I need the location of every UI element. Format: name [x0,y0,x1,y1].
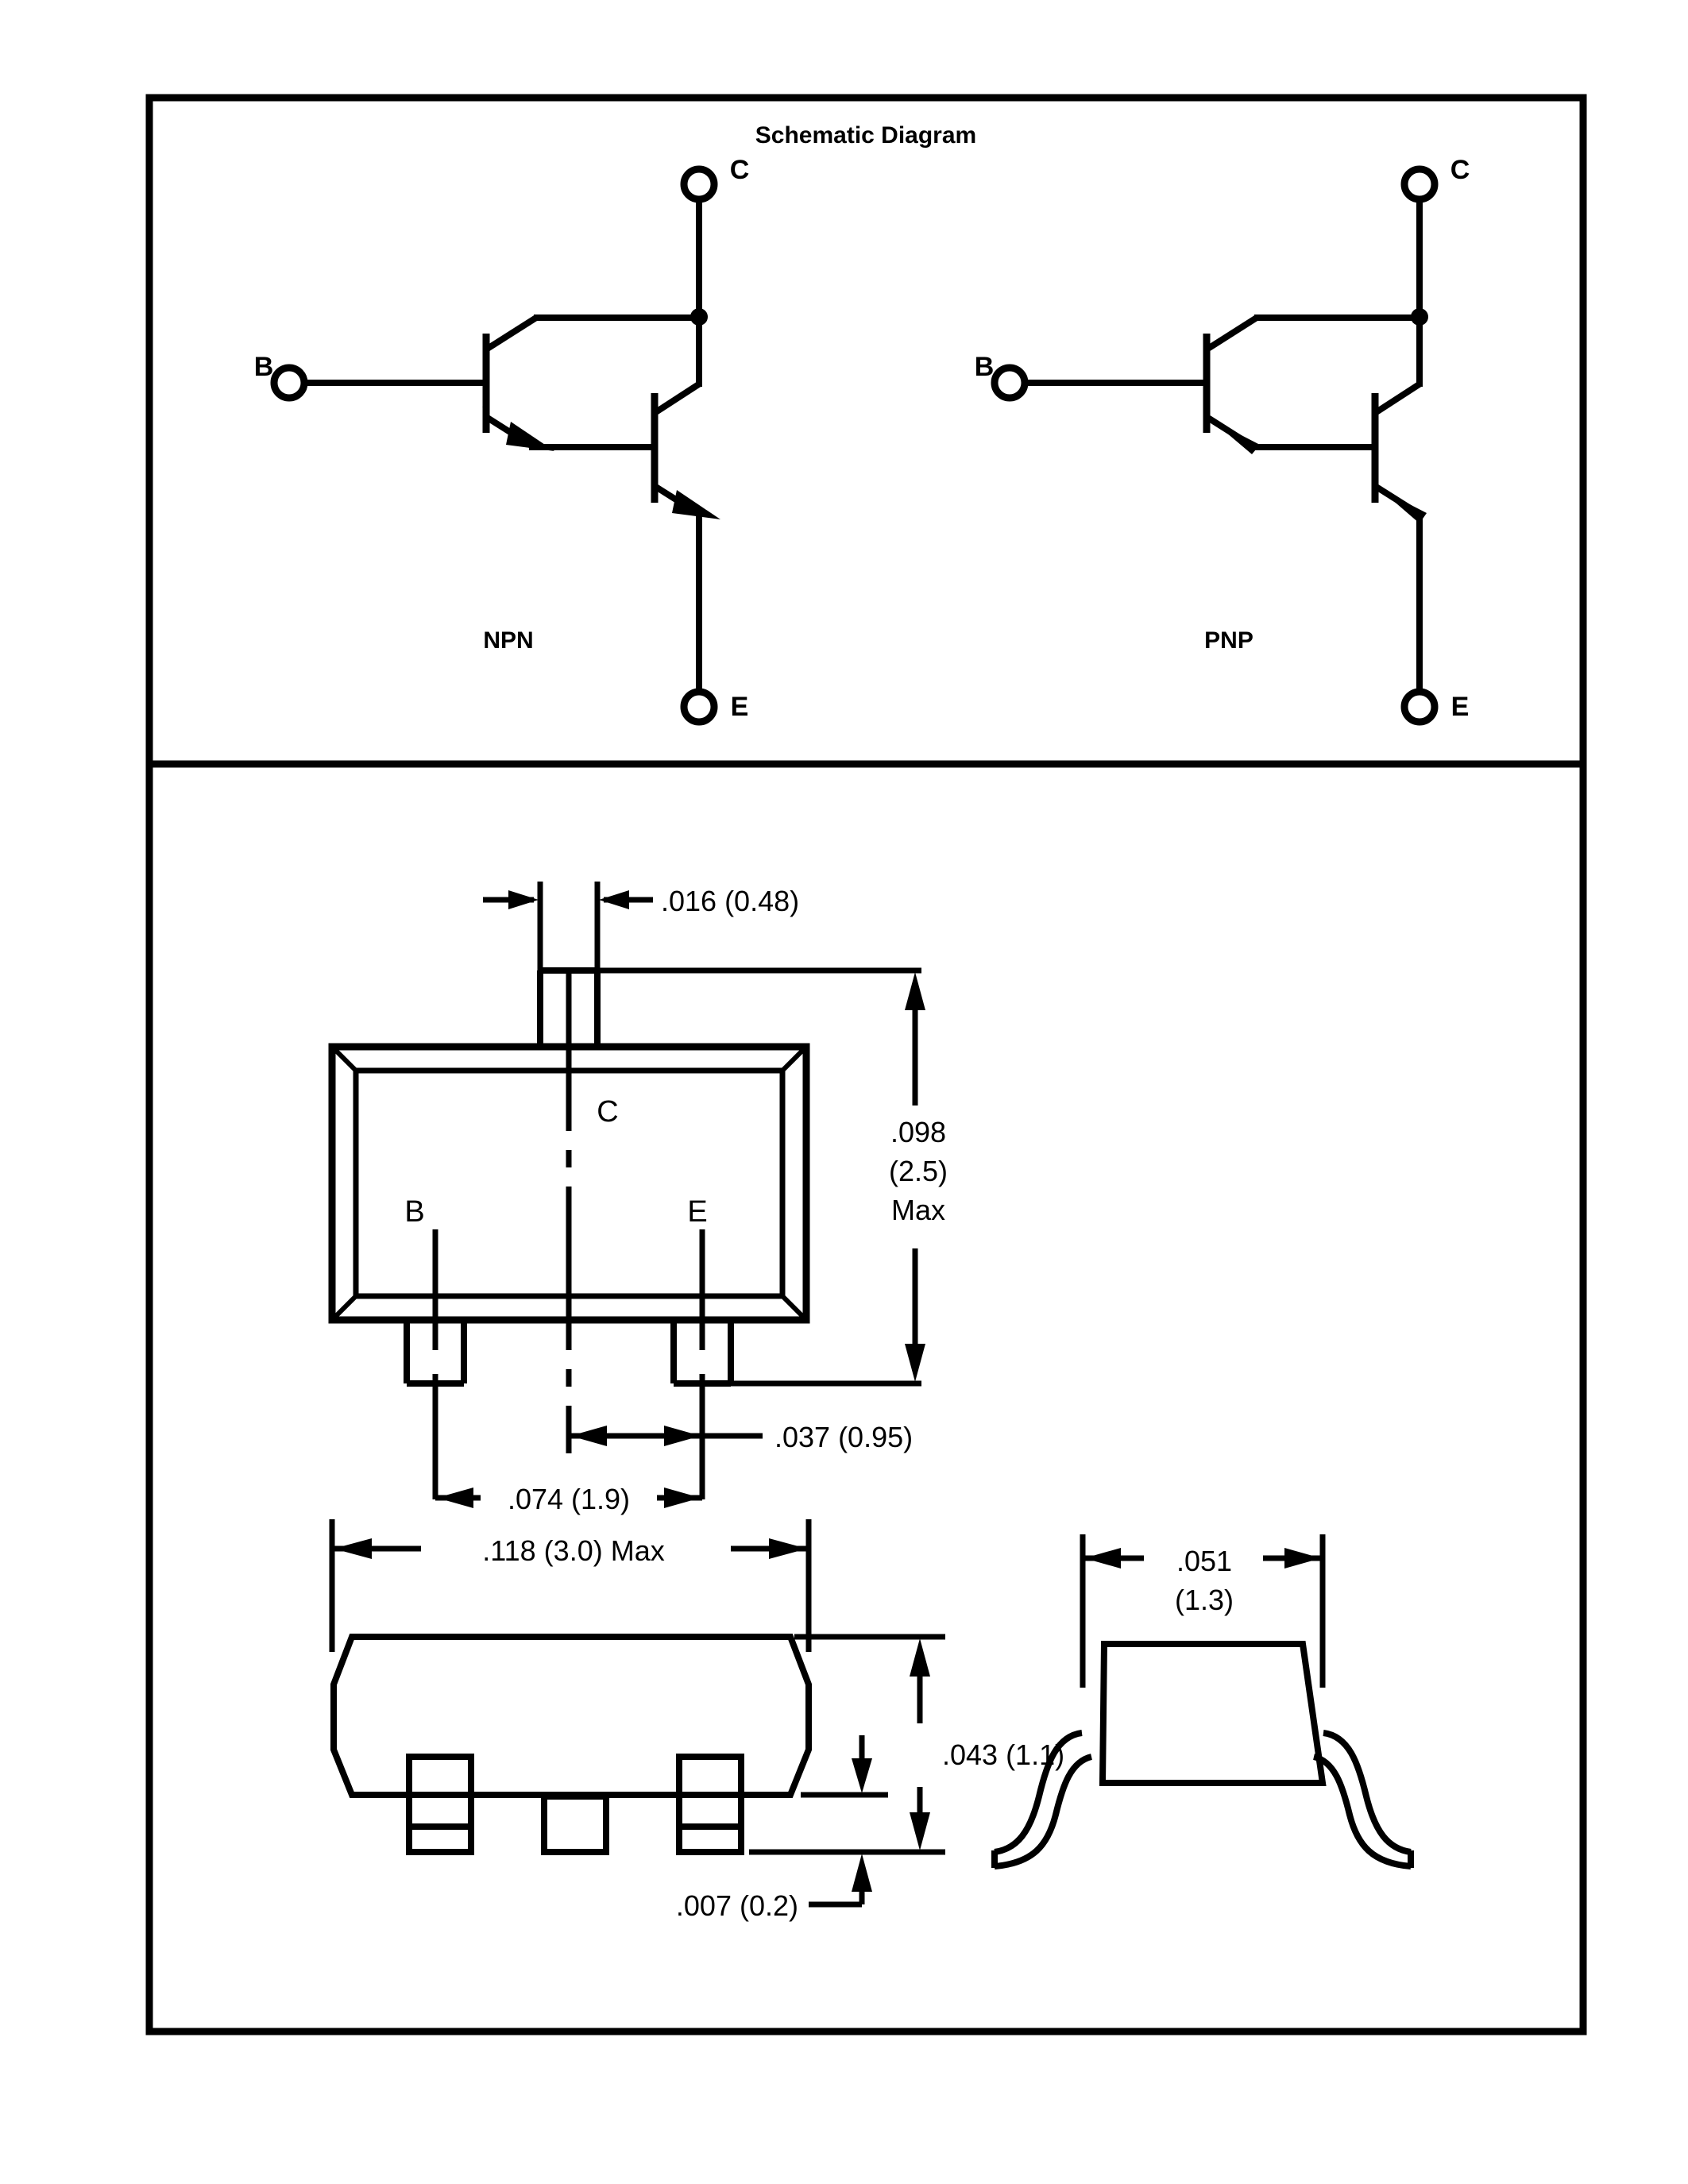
dim-lead-width: .016 (0.48) [483,882,799,970]
dim-body-depth-mm-text: (1.3) [1175,1584,1234,1616]
top-view-pin-e-label: E [687,1195,707,1229]
pnp-collector-terminal [1400,165,1439,203]
pnp-type-label: PNP [1204,627,1253,654]
npn-base-label: B [254,352,274,382]
frame-border [145,94,1587,2035]
side-view-leads [406,1754,744,1855]
pnp-collector-label: C [1450,155,1470,185]
pnp-q1-collector-slope [1204,314,1259,353]
dim-body-height: .098 (2.5) Max [600,967,948,1387]
top-view-pin-b-label: B [404,1195,424,1229]
npn-collector-terminal [680,165,718,203]
side-body-outline [330,1634,812,1798]
pnp-schematic: B C E PNP [975,155,1470,726]
package-top-view: .016 (0.48) C B E [328,882,948,1520]
pnp-q1-emitter-arrow [1211,419,1260,454]
dim-body-thickness-text: .043 (1.1) [942,1738,1064,1771]
dim-body-depth-text: .051 [1176,1545,1232,1577]
npn-type-label: NPN [483,627,533,654]
pnp-base-terminal [991,364,1029,402]
pnp-emitter-label: E [1451,692,1470,722]
npn-collector-label: C [730,155,750,185]
page-title: Schematic Diagram [755,122,976,149]
npn-base-terminal [270,364,308,402]
end-view-body [1099,1641,1327,1786]
dim-pin-pitch: .037 (0.95) [569,1421,913,1453]
package-side-view: .118 (3.0) Max .043 (1.1) [329,1519,1064,1922]
npn-q2-emitter-arrow [672,490,720,519]
pnp-q2-collector-slope [1373,380,1423,416]
pnp-q2-emitter-arrow [1379,488,1427,523]
top-view-pin-c-label: C [597,1095,618,1129]
dim-pin-span-text: .074 (1.9) [508,1483,630,1515]
npn-emitter-terminal [680,688,718,726]
npn-emitter-label: E [731,692,749,722]
dim-pin-span: .074 (1.9) [435,1476,702,1520]
package-end-view: .051 (1.3) [991,1534,1414,1870]
dim-body-width-text: .118 (3.0) Max [482,1534,664,1567]
npn-q1-collector-slope [484,314,539,353]
dim-pin-pitch-text: .037 (0.95) [774,1421,913,1453]
pnp-emitter-terminal [1400,688,1439,726]
dim-lead-width-text: .016 (0.48) [661,885,799,917]
dim-lead-thickness-text: .007 (0.2) [676,1889,798,1922]
dim-body-height-qual-text: Max [891,1194,945,1226]
gull-wing-leads [991,1730,1414,1870]
dim-body-depth: .051 (1.3) [1080,1534,1326,1688]
dim-body-height-mm-text: (2.5) [889,1155,948,1187]
npn-schematic: B [254,155,750,726]
dim-body-thickness: .043 (1.1) [749,1634,1064,1855]
npn-q1-emitter-arrow [506,422,554,451]
dim-lead-thickness: .007 (0.2) [676,1735,888,1922]
dim-body-height-text: .098 [890,1116,946,1148]
pnp-base-label: B [975,352,995,382]
dim-body-width: .118 (3.0) Max [329,1519,812,1652]
npn-q2-collector-slope [652,380,702,416]
